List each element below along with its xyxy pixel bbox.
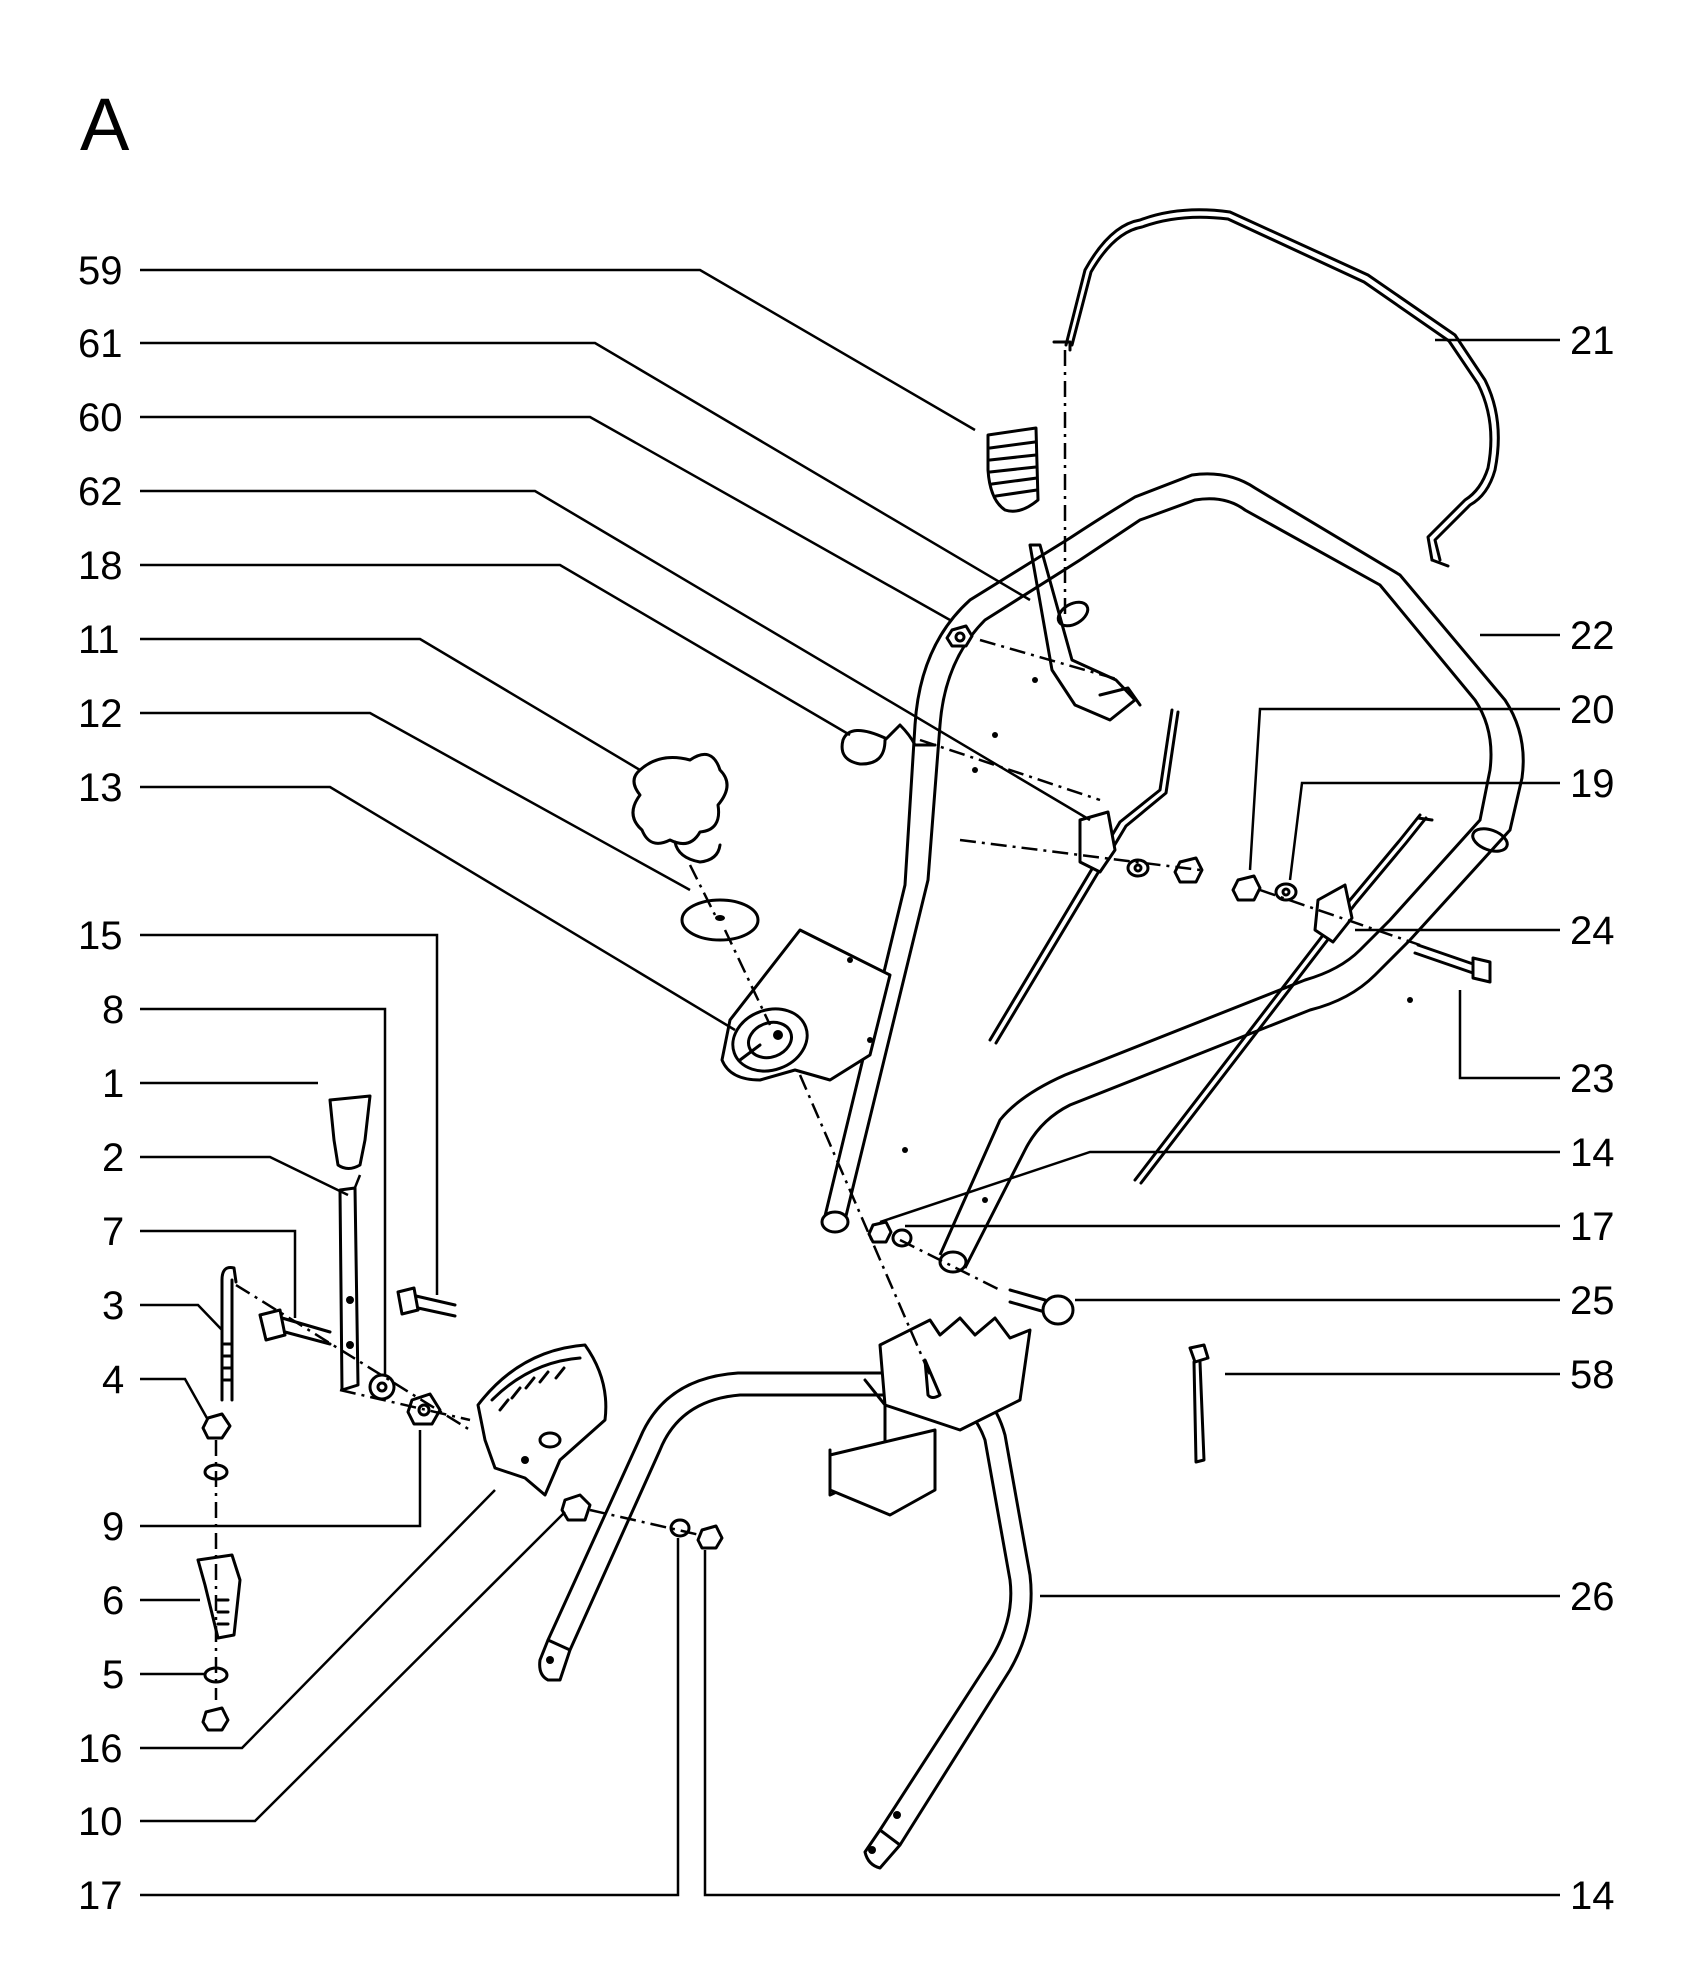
callout-10: 10 bbox=[78, 1800, 123, 1844]
part-26-lower-handle bbox=[538, 1371, 1033, 1870]
callout-7: 7 bbox=[102, 1210, 124, 1254]
callout-15: 15 bbox=[78, 914, 123, 958]
callout-labels-right: 21 22 20 19 24 23 14 17 25 58 26 14 bbox=[1570, 319, 1615, 1918]
callout-58: 58 bbox=[1570, 1353, 1615, 1397]
callout-59: 59 bbox=[78, 249, 123, 293]
callout-25: 25 bbox=[1570, 1279, 1615, 1323]
leader-lines-left bbox=[140, 268, 1091, 1897]
callout-12: 12 bbox=[78, 692, 123, 736]
callout-5: 5 bbox=[102, 1653, 124, 1697]
callout-26: 26 bbox=[1570, 1575, 1615, 1619]
callout-17-bottom: 17 bbox=[78, 1874, 123, 1918]
part-16-toothed-sector bbox=[476, 1343, 608, 1497]
part-59-throttle-knob bbox=[986, 426, 1040, 513]
part-12-flat-washer bbox=[680, 898, 760, 942]
section-letter: A bbox=[80, 83, 130, 166]
part-58-cable-tie bbox=[1188, 1343, 1210, 1464]
leader-lines-right bbox=[703, 338, 1560, 1897]
part-21-control-bail bbox=[1052, 208, 1500, 568]
part-10-nut bbox=[560, 1493, 592, 1522]
callout-18: 18 bbox=[78, 544, 123, 588]
part-11-star-knob bbox=[631, 752, 729, 864]
assembly-axis-lines bbox=[214, 350, 1421, 1700]
part-1-grip bbox=[328, 1094, 372, 1170]
callout-14-bottom: 14 bbox=[1570, 1874, 1615, 1918]
part-7-bolt bbox=[258, 1308, 332, 1346]
part-6-bracket bbox=[196, 1553, 242, 1640]
part-20-nut bbox=[1231, 874, 1262, 902]
callout-19: 19 bbox=[1570, 762, 1615, 806]
callout-21: 21 bbox=[1570, 319, 1615, 363]
part-2-lever-bar bbox=[338, 1186, 360, 1392]
part-17-14-upper-washer-nut bbox=[867, 1220, 913, 1248]
part-60-nut bbox=[945, 624, 974, 648]
callout-22: 22 bbox=[1570, 614, 1615, 658]
part-17-14-lower-washer-nut bbox=[669, 1518, 724, 1550]
callout-9: 9 bbox=[102, 1505, 124, 1549]
part-61-throttle-lever bbox=[1028, 543, 1142, 722]
part-3-rod bbox=[220, 1266, 238, 1402]
callout-61: 61 bbox=[78, 322, 123, 366]
part-18-cable-loop bbox=[840, 723, 937, 766]
callout-1: 1 bbox=[102, 1062, 124, 1106]
callout-17-upper: 17 bbox=[1570, 1205, 1615, 1249]
callout-24: 24 bbox=[1570, 909, 1615, 953]
callout-6: 6 bbox=[102, 1579, 124, 1623]
part-24-cable-bracket bbox=[1133, 813, 1434, 1185]
callout-labels-left: 59 61 60 62 18 11 12 13 15 8 1 2 7 3 4 9… bbox=[78, 249, 124, 1918]
callout-60: 60 bbox=[78, 396, 123, 440]
callout-13: 13 bbox=[78, 766, 123, 810]
part-8-washer bbox=[368, 1373, 396, 1401]
part-22-upper-handle bbox=[820, 472, 1525, 1274]
callout-2: 2 bbox=[102, 1136, 124, 1180]
part-13-quadrant-plate bbox=[720, 928, 892, 1082]
callout-4: 4 bbox=[102, 1358, 124, 1402]
part-19-washer bbox=[1274, 882, 1298, 902]
part-23-bolt bbox=[1413, 943, 1492, 984]
callout-8: 8 bbox=[102, 988, 124, 1032]
part-washer-nut-mid bbox=[1126, 856, 1204, 884]
callout-16: 16 bbox=[78, 1727, 123, 1771]
part-62-cable-bracket bbox=[988, 708, 1180, 1045]
part-serrated-mount-bracket bbox=[828, 1316, 1032, 1517]
callout-14-upper: 14 bbox=[1570, 1131, 1615, 1175]
callout-11: 11 bbox=[78, 618, 120, 662]
callout-20: 20 bbox=[1570, 688, 1615, 732]
part-15-bolt bbox=[396, 1286, 457, 1318]
callout-23: 23 bbox=[1570, 1057, 1615, 1101]
part-25-carriage-bolt bbox=[1008, 1288, 1075, 1326]
callout-3: 3 bbox=[102, 1284, 124, 1328]
callout-62: 62 bbox=[78, 470, 123, 514]
